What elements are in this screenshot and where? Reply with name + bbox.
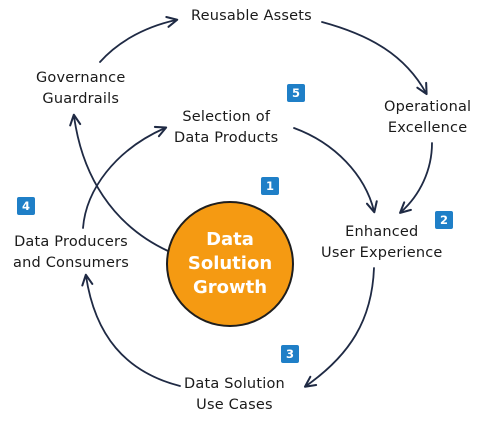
node-governance-guardrails: Governance Guardrails bbox=[36, 70, 126, 107]
arrow-usecases-to-producers bbox=[81, 273, 181, 387]
node-selection-of-data-products: Selection of Data Products bbox=[174, 109, 279, 146]
step-badge-5: 5 bbox=[287, 84, 305, 102]
node-enhanced-user-experience: Enhanced User Experience bbox=[321, 224, 443, 261]
hub-label: Data Solution Growth bbox=[187, 229, 273, 298]
arrow-selection-to-enhanced bbox=[293, 127, 378, 214]
node-reusable-assets: Reusable Assets bbox=[191, 8, 312, 24]
arrow-governance-to-reusable bbox=[99, 15, 179, 63]
arrow-enhanced-to-usecases bbox=[303, 267, 375, 388]
hub-circle: Data Solution Growth bbox=[166, 201, 294, 327]
step-badge-2: 2 bbox=[435, 211, 453, 229]
arrow-hub-to-governance bbox=[69, 113, 169, 252]
arrow-producers-to-selection bbox=[82, 125, 168, 229]
arrow-operational-to-enhanced bbox=[399, 142, 433, 214]
node-data-solution-use-cases: Data Solution Use Cases bbox=[184, 376, 285, 413]
node-data-producers-consumers: Data Producers and Consumers bbox=[13, 234, 129, 271]
step-badge-3: 3 bbox=[281, 345, 299, 363]
node-operational-excellence: Operational Excellence bbox=[384, 99, 472, 136]
step-badge-1: 1 bbox=[261, 177, 279, 195]
step-badge-4: 4 bbox=[17, 197, 35, 215]
arrow-reusable-to-operational bbox=[321, 21, 428, 96]
